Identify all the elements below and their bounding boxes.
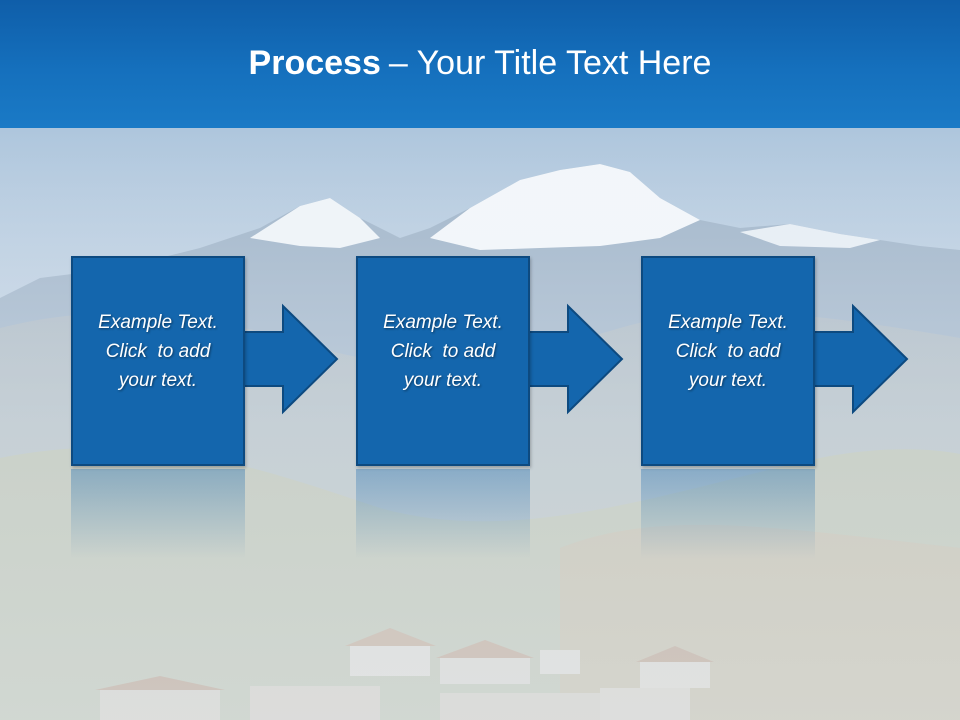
slide-title-bar: Process – Your Title Text Here — [0, 0, 960, 128]
step-text-line-1: Example Text. — [668, 311, 788, 333]
step-text[interactable]: Example Text. Click to add your text. — [83, 308, 233, 395]
step-reflection — [641, 469, 815, 559]
step-text[interactable]: Example Text. Click to add your text. — [368, 308, 518, 395]
step-text-box[interactable]: Example Text. Click to add your text. — [356, 256, 530, 466]
step-text-line-1: Example Text. — [383, 311, 503, 333]
right-arrow-icon — [812, 303, 909, 415]
step-text-line-2: Click to add — [105, 340, 211, 362]
step-text-box[interactable]: Example Text. Click to add your text. — [641, 256, 815, 466]
slide-title-text[interactable]: – Your Title Text Here — [388, 43, 712, 82]
step-text-line-1: Example Text. — [98, 311, 218, 333]
slide-title-bold[interactable]: Process — [248, 43, 381, 82]
step-text-line-2: Click to add — [390, 340, 496, 362]
step-text-line-3: your text. — [118, 369, 198, 391]
process-step-1: Example Text. Click to add your text. — [71, 256, 339, 559]
step-reflection — [356, 469, 530, 559]
right-arrow-icon — [242, 303, 339, 415]
step-text-line-3: your text. — [403, 369, 483, 391]
right-arrow-icon — [527, 303, 624, 415]
step-text-box[interactable]: Example Text. Click to add your text. — [71, 256, 245, 466]
step-reflection — [71, 469, 245, 559]
step-text-line-2: Click to add — [675, 340, 781, 362]
step-text[interactable]: Example Text. Click to add your text. — [653, 308, 803, 395]
process-step-3: Example Text. Click to add your text. — [641, 256, 909, 559]
step-text-line-3: your text. — [688, 369, 768, 391]
process-step-2: Example Text. Click to add your text. — [356, 256, 624, 559]
